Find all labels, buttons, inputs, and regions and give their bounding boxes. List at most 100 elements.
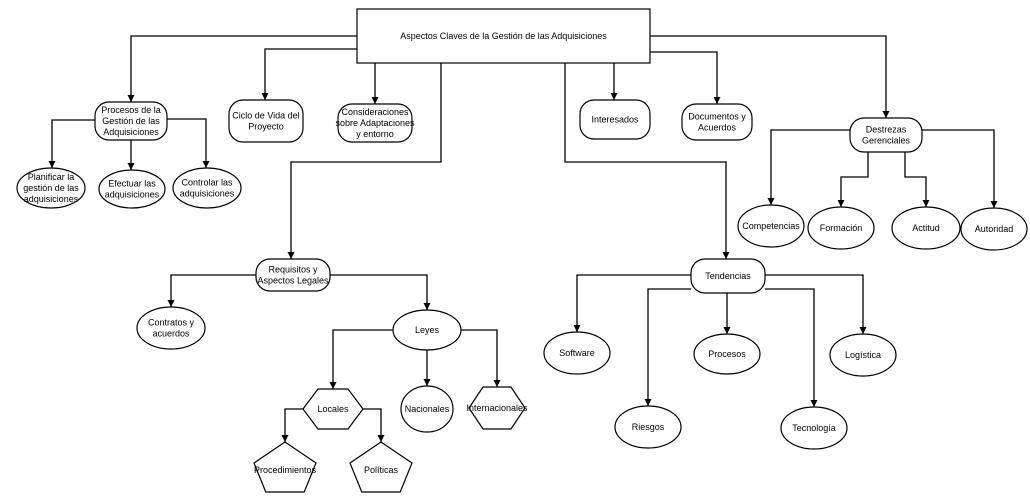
connector-arrow [281,408,303,442]
node-label: Competencias [742,221,800,231]
node-label: Procedimientos [254,465,317,475]
connector-arrow [723,293,731,334]
connector-arrow [461,329,501,387]
connector-arrow [167,118,210,168]
connector-arrow [363,408,385,442]
arrowhead [371,97,379,104]
node-riesgos: Riesgos [614,405,682,449]
node-label: Interesados [591,115,639,125]
connector-arrow [48,119,95,168]
node-label: Logística [845,350,881,360]
node-label: Efectuar las [108,179,156,189]
connector-arrow [127,35,357,102]
node-label: Ciclo de Vida del [232,111,299,121]
node-label: Nacionales [405,404,450,414]
arrowhead [287,252,295,259]
arrowhead [837,200,845,207]
node-label: Proyecto [248,122,284,132]
arrowhead [423,303,431,310]
arrowhead [723,327,731,334]
node-interesados: Interesados [579,99,651,140]
arrowhead [329,382,337,389]
node-label: Adquisiciones [103,127,159,137]
node-label: Controlar las [181,178,233,188]
node-label: Consideraciones [341,107,409,117]
node-label: Aspectos Legales [257,276,329,286]
arrowhead [922,200,930,207]
connector-arrow [287,63,442,259]
node-label: y entorno [356,129,394,139]
node-label: Destrezas [866,125,907,135]
connector-arrow [573,274,691,332]
node-label: Contratos y [148,318,195,328]
connector-arrow [127,140,135,170]
node-label: Planificar la [28,172,75,182]
connector-lines [48,35,998,442]
connector-arrow [610,63,618,100]
node-label: Acuerdos [698,123,737,133]
connector-arrow [167,274,256,307]
node-competencias: Competencias [737,204,805,248]
node-label: Aspectos Claves de la Gestión de las Adq… [400,31,607,41]
node-label: adquisiciones [105,190,160,200]
arrowhead [859,327,867,334]
node-label: Procesos [708,349,746,359]
node-label: Documentos y [688,112,746,122]
node-label: Software [559,348,595,358]
node-label: Requisitos y [268,265,318,275]
connector-arrow [329,329,393,389]
node-logistica: Logística [829,333,897,377]
arrowhead [573,325,581,332]
connector-arrow [767,129,850,205]
connector-arrow [330,274,431,310]
node-politicas: Políticas [349,441,413,493]
node-label: Autoridad [975,224,1014,234]
node-label: Tendencias [705,271,751,281]
connector-arrow [765,288,818,407]
node-label: acuerdos [152,329,190,339]
arrowhead [610,93,618,100]
node-nacionales: Nacionales [400,385,454,433]
node-actitud: Actitud [891,206,961,250]
connector-arrow [650,51,721,104]
connector-arrow [904,152,930,207]
connector-arrow [261,48,357,100]
node-label: Tecnología [792,423,836,433]
connector-arrow [564,63,730,259]
arrowhead [377,435,385,442]
node-formacion: Formación [807,206,875,250]
node-label: Procesos de la [101,105,161,115]
diagram-nodes: Aspectos Claves de la Gestión de las Adq… [16,8,1028,493]
node-leyes: Leyes [392,309,462,351]
arrowhead [127,163,135,170]
arrowhead [167,300,175,307]
arrowhead [810,400,818,407]
node-root: Aspectos Claves de la Gestión de las Adq… [356,8,651,64]
node-autoridad: Autoridad [960,207,1028,251]
node-label: sobre Adaptaciones [335,118,415,128]
node-label: Políticas [364,465,399,475]
node-label: Locales [317,404,349,414]
node-software: Software [543,331,611,375]
node-label: Internacionales [466,403,528,413]
connector-arrow [922,129,998,208]
arrowhead [127,95,135,102]
arrowhead [644,399,652,406]
connector-arrow [644,288,691,406]
arrowhead [281,435,289,442]
arrowhead [261,93,269,100]
arrowhead [423,379,431,386]
arrowhead [722,252,730,259]
node-label: adquisiciones [24,194,79,204]
node-internacionales: Internacionales [466,386,528,430]
node-label: Leyes [415,325,440,335]
